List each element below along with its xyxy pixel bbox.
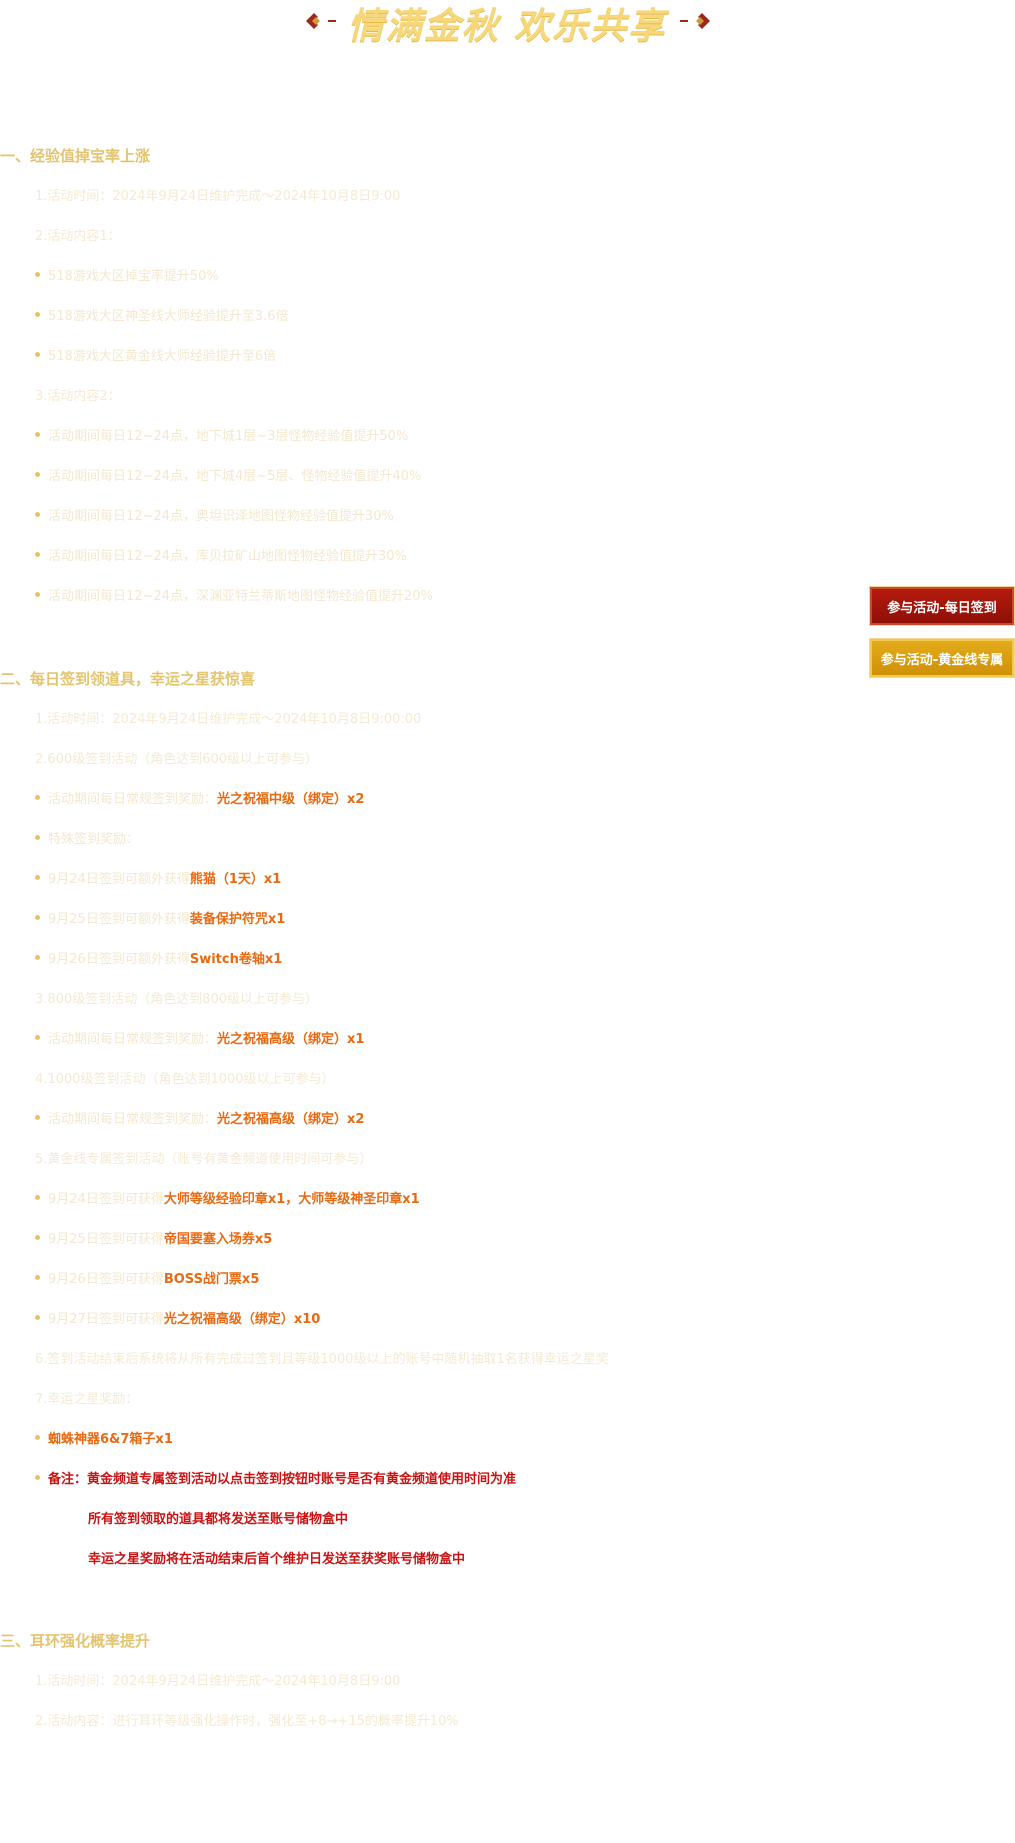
reward-text: 光之祝福中级（绑定）x2: [217, 792, 365, 807]
bullet-dot-icon: [35, 875, 40, 880]
bullet-dot-icon: [35, 1235, 40, 1240]
reward-text: BOSS战门票x5: [163, 1272, 260, 1287]
note-text: 黄金频道专属签到活动以点击签到按钮时账号是否有黄金频道使用时间为准: [87, 1472, 517, 1487]
section-1-time: 1.活动时间：2024年9月24日维护完成～2024年10月8日9:00: [35, 189, 401, 204]
list-item: 518游戏大区神圣线大师经验提升至3.6倍: [35, 305, 289, 324]
reward-text: 熊猫（1天）x1: [189, 872, 282, 887]
bullet-dot-icon: [35, 955, 40, 960]
section-1-title: 一、经验值掉宝率上涨: [0, 147, 151, 165]
section-3-content: 2.活动内容：进行耳环等级强化操作时，强化至+8→+15的概率提升10%: [35, 1714, 459, 1729]
list-item: 518游戏大区掉宝率提升50%: [35, 265, 219, 284]
section-2-golden-label: 5.黄金线专属签到活动（账号有黄金频道使用时间可参与）: [35, 1152, 373, 1167]
section-2-lucky-desc: 6.签到活动结束后系统将从所有完成过签到且等级1000级以上的账号中随机抽取1名…: [35, 1352, 609, 1367]
banner-title: 情满金秋 欢乐共享: [347, 4, 667, 47]
reward-text: 光之祝福高级（绑定）x1: [217, 1032, 365, 1047]
bullet-dot-icon: [35, 272, 40, 277]
list-item: 518游戏大区黄金线大师经验提升至6倍: [35, 345, 276, 364]
bullet-dot-icon: [35, 312, 40, 317]
section-2-800-label: 3.800级签到活动（角色达到800级以上可参与）: [35, 992, 319, 1007]
list-item: 活动期间每日常规签到奖励：光之祝福高级（绑定）x2: [35, 1108, 364, 1127]
reward-text: 帝国要塞入场券x5: [163, 1232, 273, 1247]
section-1-content2-label: 3.活动内容2：: [35, 389, 121, 404]
bullet-dot-icon: [35, 1115, 40, 1120]
list-item: 活动期间每日12~24点，奥坦识泽地图怪物经验值提升30%: [35, 505, 394, 524]
section-1-content1-label: 2.活动内容1：: [35, 229, 121, 244]
section-2-time: 1.活动时间：2024年9月24日维护完成～2024年10月8日9:00:00: [35, 712, 422, 727]
bullet-dot-icon: [35, 1435, 40, 1440]
bullet-dot-icon: [35, 1195, 40, 1200]
list-item: 特殊签到奖励：: [35, 828, 139, 847]
list-item: 9月27日签到可获得光之祝福高级（绑定）x10: [35, 1308, 320, 1327]
section-3-time: 1.活动时间：2024年9月24日维护完成～2024年10月8日9:00: [35, 1674, 401, 1689]
bullet-dot-icon: [35, 1035, 40, 1040]
list-item: 活动期间每日常规签到奖励：光之祝福中级（绑定）x2: [35, 788, 364, 807]
list-item: 活动期间每日12~24点，库贝拉矿山地图怪物经验值提升30%: [35, 545, 407, 564]
note-item: 备注：黄金频道专属签到活动以点击签到按钮时账号是否有黄金频道使用时间为准: [35, 1468, 516, 1487]
list-item: 活动期间每日常规签到奖励：光之祝福高级（绑定）x1: [35, 1028, 364, 1047]
reward-text: 蜘蛛神器6&7箱子x1: [48, 1432, 173, 1447]
list-item: 9月25日签到可获得帝国要塞入场券x5: [35, 1228, 272, 1247]
reward-text: 光之祝福高级（绑定）x2: [217, 1112, 365, 1127]
reward-text: 装备保护符咒x1: [189, 912, 286, 927]
bullet-dot-icon: [35, 352, 40, 357]
bullet-dot-icon: [35, 592, 40, 597]
bullet-dot-icon: [35, 472, 40, 477]
note-label: 备注：: [48, 1472, 88, 1487]
top-banner: 情满金秋 欢乐共享: [0, 0, 1015, 50]
reward-text: Switch卷轴x1: [189, 952, 283, 967]
list-item: 活动期间每日12~24点，地下城1层~3层怪物经验值提升50%: [35, 425, 408, 444]
note-text: 幸运之星奖励将在活动结束后首个维护日发送至获奖账号储物盒中: [88, 1552, 466, 1567]
right-ornament-icon: [680, 13, 710, 29]
bullet-dot-icon: [35, 1475, 40, 1480]
note-text: 所有签到领取的道具都将发送至账号储物盒中: [88, 1512, 349, 1527]
list-item: 活动期间每日12~24点，地下城4层~5层、怪物经验值提升40%: [35, 465, 421, 484]
bullet-dot-icon: [35, 512, 40, 517]
section-2-1000-label: 4.1000级签到活动（角色达到1000级以上可参与）: [35, 1072, 335, 1087]
list-item: 9月24日签到可额外获得熊猫（1天）x1: [35, 868, 281, 887]
section-2-600-label: 2.600级签到活动（角色达到600级以上可参与）: [35, 752, 319, 767]
bullet-dot-icon: [35, 1275, 40, 1280]
list-item: 蜘蛛神器6&7箱子x1: [35, 1428, 173, 1447]
bullet-dot-icon: [35, 915, 40, 920]
section-2-title: 二、每日签到领道具，幸运之星获惊喜: [0, 670, 256, 688]
reward-text: 光之祝福高级（绑定）x10: [163, 1312, 321, 1327]
bullet-dot-icon: [35, 552, 40, 557]
bullet-dot-icon: [35, 432, 40, 437]
list-item: 活动期间每日12~24点，深渊亚特兰蒂斯地图怪物经验值提升20%: [35, 585, 433, 604]
daily-signin-button[interactable]: 参与活动-每日签到: [869, 586, 1015, 626]
bullet-dot-icon: [35, 795, 40, 800]
left-ornament-icon: [306, 13, 336, 29]
reward-text: 大师等级经验印章x1，大师等级神圣印章x1: [163, 1192, 420, 1207]
list-item: 9月24日签到可获得大师等级经验印章x1，大师等级神圣印章x1: [35, 1188, 420, 1207]
section-3-title: 三、耳环强化概率提升: [0, 1632, 151, 1650]
section-2-lucky-label: 7.幸运之星奖励：: [35, 1392, 139, 1407]
bullet-dot-icon: [35, 835, 40, 840]
bullet-dot-icon: [35, 1315, 40, 1320]
golden-line-button[interactable]: 参与活动-黄金线专属: [869, 638, 1015, 678]
list-item: 9月25日签到可额外获得装备保护符咒x1: [35, 908, 285, 927]
